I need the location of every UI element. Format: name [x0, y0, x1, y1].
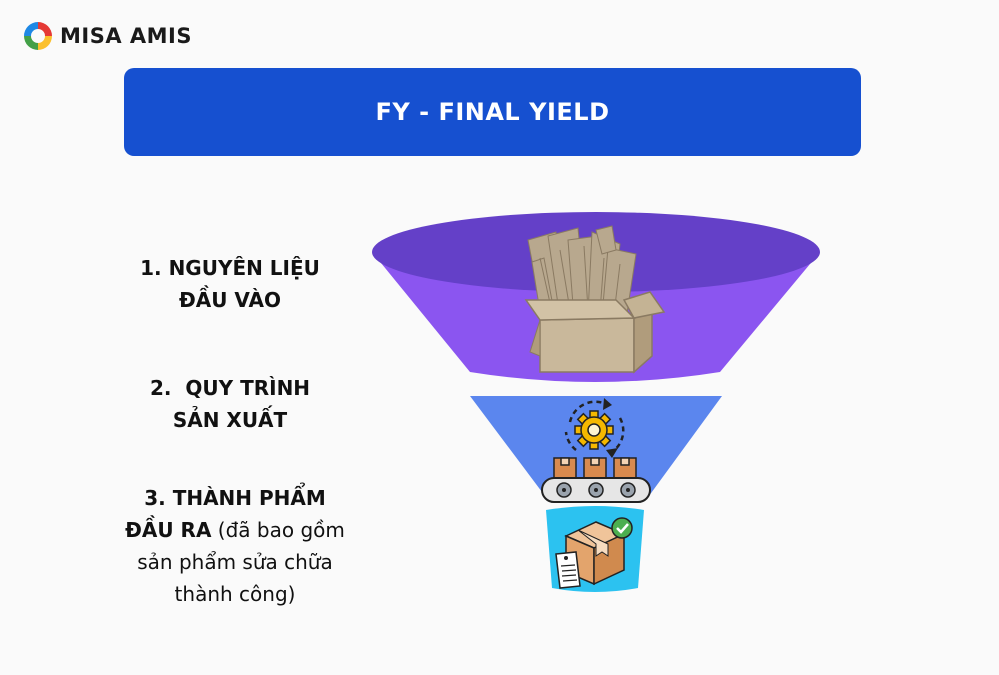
- stage-3-line-4: thành công): [174, 582, 296, 606]
- stage-3-line-3: sản phẩm sửa chữa: [137, 550, 333, 574]
- stage-1-line-2: ĐẦU VÀO: [178, 288, 282, 312]
- page-title: FY - FINAL YIELD: [375, 98, 610, 126]
- stage-label-output: 3. THÀNH PHẨM ĐẦU RA (đã bao gồm sản phẩ…: [100, 482, 370, 610]
- production-conveyor-icon: [541, 398, 651, 503]
- stage-2-line-1: 2. QUY TRÌNH: [149, 376, 311, 400]
- stage-3-line-2-bold: ĐẦU RA: [125, 518, 212, 542]
- finished-product-box-icon: [555, 517, 633, 589]
- title-banner: FY - FINAL YIELD: [124, 68, 861, 156]
- raw-material-box-icon: [524, 225, 666, 374]
- misa-logo-icon: [24, 22, 52, 50]
- brand-logo: MISA AMIS: [22, 20, 192, 52]
- stage-label-input: 1. NGUYÊN LIỆU ĐẦU VÀO: [110, 252, 350, 316]
- stage-3-line-1: 3. THÀNH PHẨM: [144, 486, 326, 510]
- stage-2-line-2: SẢN XUẤT: [172, 408, 288, 432]
- stage-label-process: 2. QUY TRÌNH SẢN XUẤT: [110, 372, 350, 436]
- stage-1-line-1: 1. NGUYÊN LIỆU: [140, 256, 320, 280]
- brand-name: MISA AMIS: [60, 24, 192, 48]
- stage-3-line-2-rest: (đã bao gồm: [211, 518, 345, 542]
